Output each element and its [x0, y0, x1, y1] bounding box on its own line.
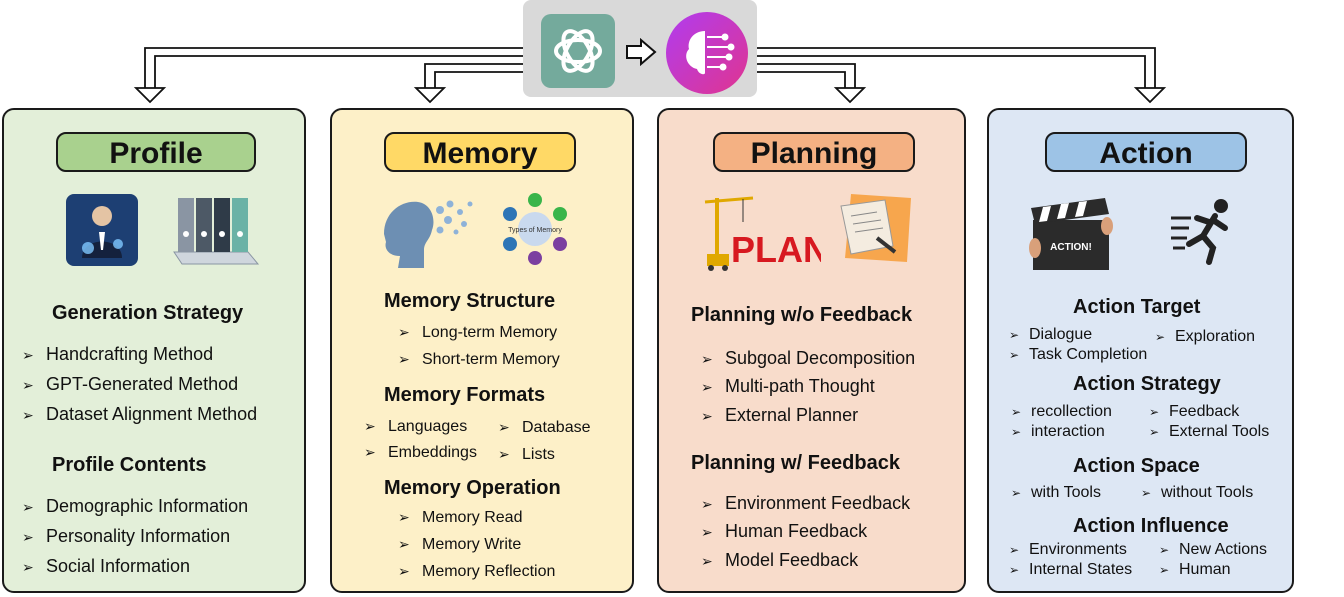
ai-brain-icon [666, 12, 748, 94]
plan-word-label: PLAN [731, 229, 821, 270]
section-heading: Action Space [1073, 455, 1200, 477]
list-item: Languages [364, 418, 467, 436]
clapper-label: ACTION! [1050, 242, 1092, 253]
section-heading: Memory Formats [384, 384, 546, 406]
list-item: Multi-path Thought [701, 376, 875, 397]
list-item: Memory Write [398, 536, 521, 554]
list-item: recollection [1011, 403, 1112, 421]
list-item: with Tools [1011, 484, 1101, 502]
list-item: External Planner [701, 405, 858, 426]
action-title: Action [1045, 132, 1247, 172]
list-item: Database [498, 419, 591, 437]
memory-types-label: Types of Memory [508, 227, 562, 234]
profile-title: Profile [56, 132, 256, 172]
memory-title: Memory [384, 132, 576, 172]
list-item: Human Feedback [701, 521, 867, 542]
list-item: Memory Read [398, 509, 522, 527]
section-heading: Planning w/o Feedback [691, 304, 913, 326]
section-heading: Action Influence [1073, 515, 1229, 537]
list-item: Environments [1009, 541, 1127, 559]
list-item: Environment Feedback [701, 493, 910, 514]
list-item: Lists [498, 446, 555, 464]
list-item: Exploration [1155, 328, 1255, 346]
list-item: Personality Information [22, 526, 230, 547]
list-item: Task Completion [1009, 346, 1147, 364]
list-item: interaction [1011, 423, 1105, 441]
memory-panel: Memory Types of Memory Memory Structure … [330, 108, 634, 593]
list-item: Demographic Information [22, 496, 248, 517]
list-item: without Tools [1141, 484, 1253, 502]
section-heading: Action Target [1073, 296, 1201, 318]
running-man-icon [1171, 199, 1228, 265]
file-folders-icon [173, 198, 260, 265]
section-heading: Action Strategy [1073, 373, 1221, 395]
profile-panel: Profile Generation Strategy Handcrafting… [2, 108, 306, 593]
list-item: New Actions [1159, 541, 1267, 559]
list-item: Embeddings [364, 444, 477, 462]
list-item: Memory Reflection [398, 563, 555, 581]
right-arrow-icon [626, 38, 657, 66]
section-heading: Profile Contents [52, 454, 207, 476]
planning-panel: Planning PLAN Planning w/o Feedback Subg… [657, 108, 966, 593]
list-item: GPT-Generated Method [22, 374, 238, 395]
section-heading: Generation Strategy [52, 302, 244, 324]
list-item: Feedback [1149, 403, 1239, 421]
clapperboard-icon: ACTION! [1029, 198, 1113, 270]
openai-logo-icon [541, 14, 615, 88]
list-item: External Tools [1149, 423, 1269, 441]
section-heading: Planning w/ Feedback [691, 452, 900, 474]
list-item: Model Feedback [701, 550, 858, 571]
planning-title: Planning [713, 132, 915, 172]
list-item: Human [1159, 561, 1231, 579]
plan-paper-icon [840, 194, 911, 262]
list-item: Short-term Memory [398, 351, 560, 369]
list-item: Subgoal Decomposition [701, 348, 915, 369]
section-heading: Memory Structure [384, 290, 556, 312]
list-item: Dataset Alignment Method [22, 404, 257, 425]
section-heading: Memory Operation [384, 477, 561, 499]
crane-plan-icon: PLAN [704, 196, 821, 271]
list-item: Dialogue [1009, 326, 1092, 344]
list-item: Handcrafting Method [22, 344, 213, 365]
action-panel: Action ACTION! Action Target Dialogue Ex… [987, 108, 1294, 593]
memory-types-icon: Types of Memory [503, 193, 567, 265]
businessman-icon [66, 194, 138, 266]
list-item: Social Information [22, 556, 190, 577]
list-item: Internal States [1009, 561, 1132, 579]
brain-dots-icon [384, 200, 473, 268]
list-item: Long-term Memory [398, 324, 557, 342]
connector-arrows [133, 47, 1167, 104]
